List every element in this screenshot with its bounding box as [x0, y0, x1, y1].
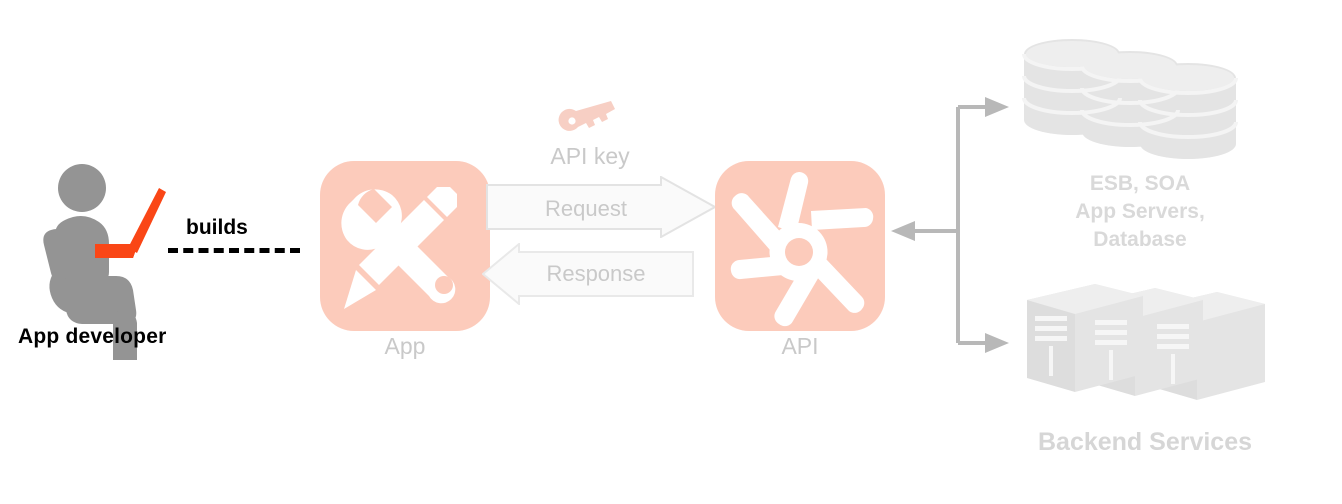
- app-node[interactable]: [320, 161, 490, 331]
- wrench-and-pencil-icon: [341, 187, 457, 309]
- request-arrow: [486, 175, 718, 239]
- builds-dashed-connector: [168, 248, 300, 253]
- api-node-label: API: [781, 333, 819, 359]
- arrowhead-to-servers: [985, 333, 1009, 353]
- key-icon: [557, 100, 621, 140]
- api-node[interactable]: [715, 161, 885, 331]
- backend-services-label: Backend Services: [1037, 428, 1253, 456]
- arrowhead-to-database: [985, 97, 1009, 117]
- database-label-line-1: ESB, SOA: [1089, 172, 1191, 195]
- database-node-label: ESB, SOA App Servers, Database: [1020, 170, 1260, 254]
- seated-developer-icon: [20, 160, 210, 406]
- response-label: Response: [546, 261, 646, 286]
- arrowhead-to-api: [891, 221, 915, 241]
- response-arrow: [481, 241, 694, 307]
- app-developer-label: App developer: [18, 325, 167, 348]
- database-label-line-3: Database: [1093, 228, 1187, 251]
- backend-connector-lines: [885, 85, 1025, 365]
- server-towers-icon: [1025, 282, 1265, 402]
- request-label: Request: [545, 196, 627, 221]
- builds-label: builds: [186, 216, 248, 239]
- app-node-label: App: [384, 333, 426, 359]
- database-stack-icon: [1020, 36, 1260, 161]
- api-key-label: API key: [550, 143, 630, 169]
- api-hub-star-icon: [730, 171, 874, 327]
- database-label-line-2: App Servers,: [1075, 200, 1205, 223]
